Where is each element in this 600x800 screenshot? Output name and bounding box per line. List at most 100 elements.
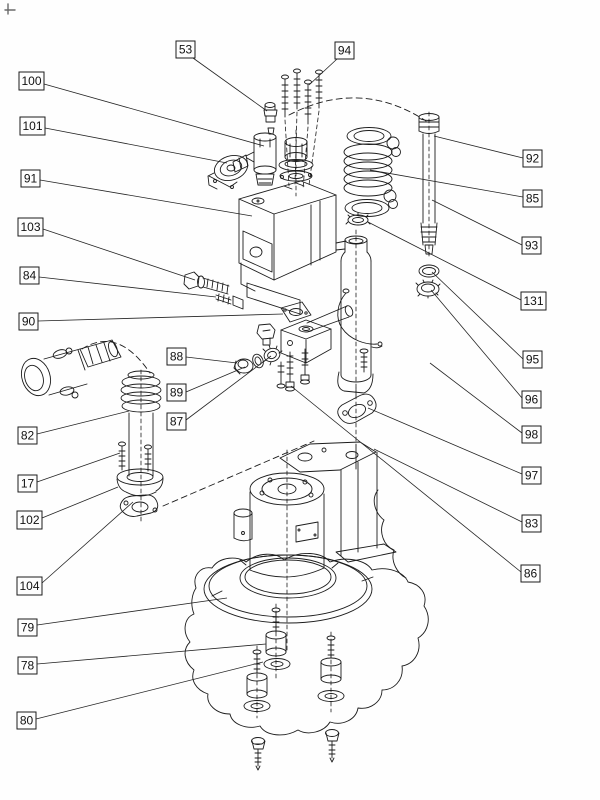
knurled-nut-fitting (262, 344, 283, 366)
svg-text:102: 102 (19, 513, 39, 527)
leader-line-79 (36, 597, 228, 626)
part-label-100: 100 (18, 71, 45, 91)
svg-text:100: 100 (21, 74, 41, 88)
mounting-ring (203, 554, 374, 624)
diagram-artwork (4, 3, 441, 771)
leader-line-83 (373, 448, 523, 523)
svg-text:101: 101 (22, 119, 42, 133)
rubber-mount-stack-1 (263, 603, 291, 679)
svg-text:91: 91 (24, 172, 38, 186)
svg-text:97: 97 (525, 469, 539, 483)
part-label-92: 92 (522, 149, 543, 168)
leader-line-82 (36, 410, 130, 435)
regulator-knob (207, 154, 249, 190)
svg-text:85: 85 (526, 192, 540, 206)
svg-text:80: 80 (20, 714, 34, 728)
tube-gasket (119, 494, 159, 517)
suction-tube (120, 369, 162, 525)
leader-line-94 (308, 58, 338, 86)
part-label-85: 85 (522, 189, 543, 208)
part-label-88: 88 (166, 347, 187, 366)
scan-artifact-mark (4, 3, 16, 15)
part-label-93: 93 (521, 236, 542, 255)
leader-line-98 (429, 362, 523, 434)
leader-line-97 (367, 407, 523, 475)
part-label-79: 79 (17, 618, 38, 637)
svg-text:94: 94 (338, 44, 352, 58)
leader-line-88 (185, 356, 238, 364)
part-label-97: 97 (521, 466, 542, 485)
part-label-96: 96 (521, 390, 542, 409)
svg-text:98: 98 (525, 428, 539, 442)
part-label-90: 90 (18, 312, 39, 331)
part-label-98: 98 (521, 425, 542, 444)
part-label-91: 91 (20, 169, 41, 188)
part-label-103: 103 (17, 217, 44, 237)
part-label-95: 95 (522, 350, 543, 369)
leader-line-89 (185, 366, 246, 393)
leader-line-93 (431, 199, 523, 246)
part-label-94: 94 (334, 41, 355, 60)
svg-text:89: 89 (170, 386, 184, 400)
svg-text:83: 83 (525, 517, 539, 531)
leader-line-95 (431, 271, 524, 360)
part-label-53: 53 (175, 40, 196, 59)
manifold-bolts (276, 348, 310, 392)
svg-text:93: 93 (525, 239, 539, 253)
svg-text:96: 96 (525, 393, 539, 407)
part-label-17: 17 (17, 474, 38, 493)
leader-line-17 (36, 452, 121, 483)
leader-line-78 (36, 643, 267, 665)
part-label-78: 78 (17, 656, 38, 675)
part-label-102: 102 (16, 510, 43, 530)
leader-line-53 (192, 57, 268, 112)
lock-ring-nut (415, 279, 441, 299)
leader-line-104 (41, 501, 134, 584)
rubber-mount-stack-2 (243, 645, 271, 719)
anchor-bolt-1 (251, 737, 266, 771)
assembly-connection-lines (81, 97, 427, 507)
leader-line-102 (41, 486, 119, 519)
svg-text:103: 103 (20, 220, 40, 234)
camlock-coupling (20, 339, 122, 399)
o-ring (418, 264, 440, 278)
leader-line-91 (39, 179, 253, 217)
bellows-spring (343, 127, 401, 217)
motor-pump-assembly (233, 387, 397, 651)
svg-text:104: 104 (19, 579, 39, 593)
part-label-101: 101 (19, 116, 46, 136)
leader-line-86 (290, 385, 522, 573)
tube-flange (116, 468, 164, 497)
cap-and-gaskets (278, 129, 314, 197)
leader-line-87 (185, 355, 272, 421)
outlet-pipe (306, 240, 354, 333)
svg-text:53: 53 (179, 43, 193, 57)
grease-fitting (263, 102, 278, 135)
part-label-87: 87 (166, 412, 187, 431)
leader-line-101 (44, 127, 228, 164)
part-label-89: 89 (166, 383, 187, 402)
part-label-104: 104 (16, 576, 43, 596)
leader-line-103 (42, 228, 196, 281)
set-screw (215, 293, 232, 305)
svg-text:92: 92 (526, 152, 540, 166)
power-cable (337, 288, 383, 349)
svg-text:131: 131 (523, 294, 543, 308)
leader-line-85 (369, 169, 524, 198)
leader-line-96 (430, 289, 523, 399)
manifold-block (280, 319, 332, 364)
part-label-80: 80 (16, 711, 37, 730)
tube-screws (118, 441, 152, 472)
leader-line-131 (367, 221, 522, 301)
tank-surface-outline (184, 489, 429, 736)
part-label-131: 131 (520, 291, 547, 311)
svg-text:90: 90 (22, 315, 36, 329)
svg-text:87: 87 (170, 415, 184, 429)
svg-text:17: 17 (21, 477, 35, 491)
svg-text:86: 86 (524, 567, 538, 581)
pump-head-block (232, 180, 337, 315)
svg-text:84: 84 (23, 269, 37, 283)
